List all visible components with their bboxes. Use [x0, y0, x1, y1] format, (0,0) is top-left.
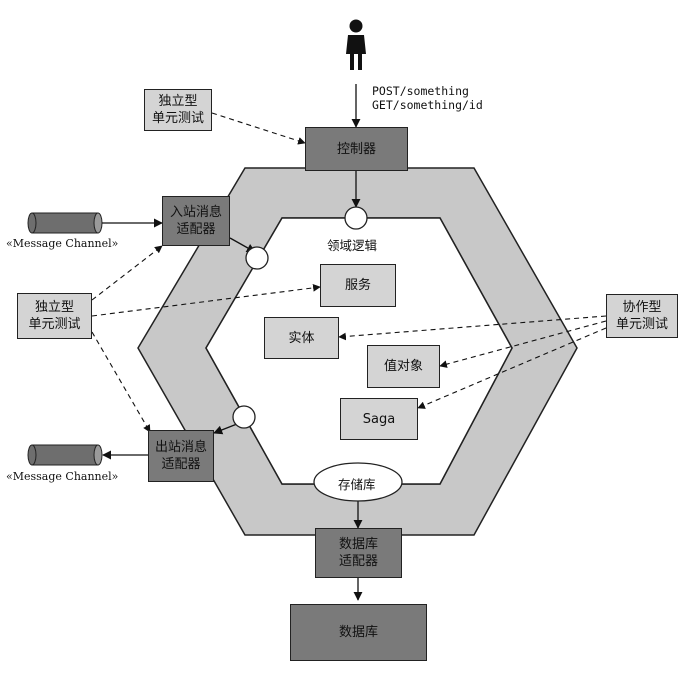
db-adapter-line-2: 适配器 [338, 554, 378, 569]
dashed-arrows [91, 112, 607, 433]
repository-ellipse [313, 462, 403, 502]
service-box: 服务 [320, 264, 396, 307]
hexagon-inner [205, 217, 513, 485]
controller-box: 控制器 [305, 127, 408, 171]
solid-arrows [102, 84, 363, 601]
unit-test-top-line-1: 独立型 [158, 94, 198, 109]
saga-box: Saga [340, 398, 418, 440]
db-adapter-line-1: 数据库 [338, 537, 378, 552]
entity-box: 实体 [264, 317, 339, 359]
message-channel-out-label: «Message Channel» [6, 470, 119, 483]
inbound-adapter-line-1: 入站消息 [169, 205, 222, 220]
value-object-label: 值对象 [383, 359, 423, 374]
unit-test-right-line-1: 协作型 [622, 300, 662, 315]
cylinder-icon [27, 444, 103, 466]
inbound-adapter-line-2: 适配器 [176, 222, 216, 237]
domain-logic-label: 领域逻辑 [327, 238, 378, 253]
person-icon [346, 19, 366, 70]
saga-label: Saga [362, 411, 396, 427]
db-adapter-box: 数据库 适配器 [315, 528, 402, 578]
unit-test-left-box: 独立型 单元测试 [17, 293, 92, 339]
outbound-adapter-box: 出站消息 适配器 [148, 430, 214, 482]
entity-label: 实体 [288, 330, 315, 346]
database-label: 数据库 [338, 625, 378, 640]
inbound-adapter-box: 入站消息 适配器 [162, 196, 230, 246]
database-box: 数据库 [290, 604, 427, 661]
outbound-adapter-line-2: 适配器 [161, 457, 201, 472]
unit-test-left-line-2: 单元测试 [28, 317, 81, 332]
repository-label: 存储库 [338, 477, 376, 492]
unit-test-right-line-2: 单元测试 [615, 317, 668, 332]
value-object-box: 值对象 [367, 345, 440, 388]
unit-test-left-line-1: 独立型 [34, 300, 74, 315]
unit-test-right-box: 协作型 单元测试 [606, 294, 678, 338]
request-line-1: POST/something [372, 84, 469, 98]
cylinder-icon [27, 212, 103, 234]
request-line-2: GET/something/id [372, 98, 483, 112]
unit-test-top-line-2: 单元测试 [151, 111, 204, 126]
unit-test-top-box: 独立型 单元测试 [144, 89, 212, 131]
controller-label: 控制器 [336, 141, 376, 157]
outbound-adapter-line-1: 出站消息 [154, 440, 207, 455]
message-channel-in-label: «Message Channel» [6, 237, 119, 250]
port-circles [232, 206, 368, 429]
service-label: 服务 [344, 278, 371, 293]
